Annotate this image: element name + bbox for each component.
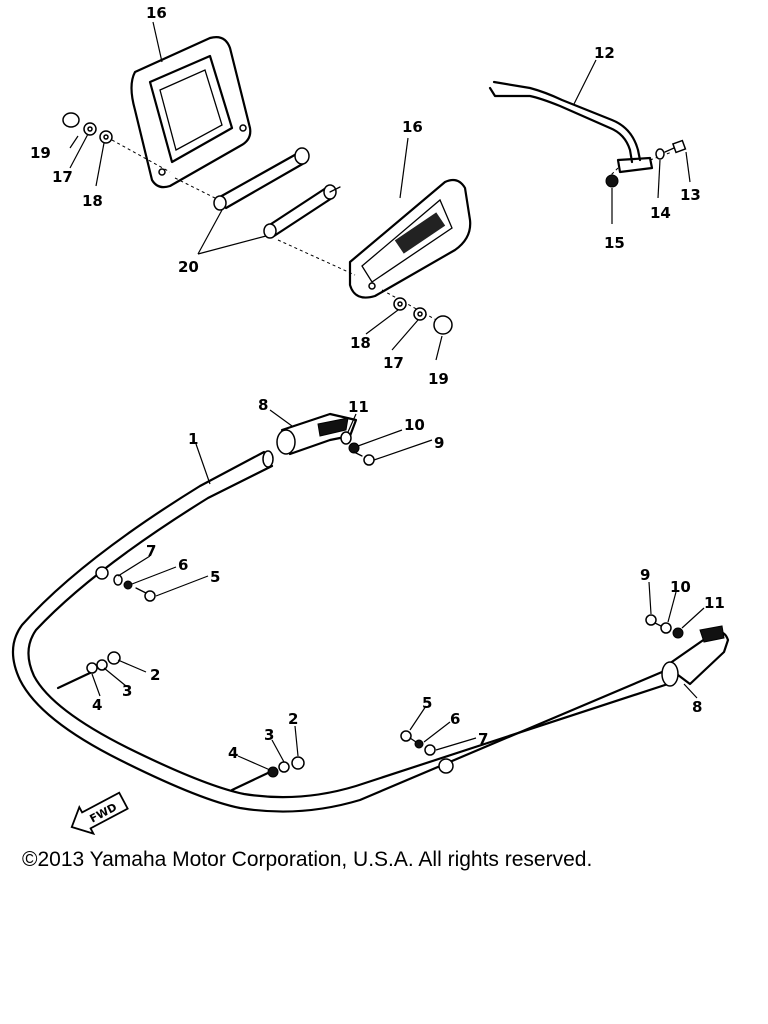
callout-2: 2 [288,710,298,728]
fasteners-upper-left [62,112,113,144]
callout-labels: 16 19 17 18 20 16 12 13 14 15 18 17 19 8… [30,4,725,762]
callout-6: 6 [450,710,460,728]
callout-8: 8 [692,698,702,716]
callout-14: 14 [650,204,671,222]
backrest-bracket-left [130,36,252,189]
callout-11: 11 [348,398,369,416]
support-bar [488,80,673,177]
grip-end-upper [276,412,358,456]
callout-10: 10 [670,578,691,596]
callout-11: 11 [704,594,725,612]
callout-15: 15 [604,234,625,252]
callout-5: 5 [210,568,220,586]
callout-9: 9 [640,566,650,584]
callout-3: 3 [122,682,132,700]
fasteners-grip-upper [340,431,375,466]
fasteners-left-7-6-5 [95,566,156,602]
callout-1: 1 [188,430,198,448]
fasteners-center [393,297,453,335]
callout-17: 17 [52,168,73,186]
leader-lines [69,21,705,771]
backrest-bracket-right [348,178,472,299]
callout-4: 4 [92,696,102,714]
callout-19: 19 [30,144,51,162]
fasteners-right-bar [605,139,687,188]
callout-8: 8 [258,396,268,414]
fasteners-center-2-3-4 [230,756,305,792]
fasteners-right-5-6-7 [400,730,454,774]
fasteners-grip-lower [645,614,684,639]
copyright-notice: ©2013 Yamaha Motor Corporation, U.S.A. A… [22,848,593,871]
callout-17: 17 [383,354,404,372]
callout-4: 4 [228,744,238,762]
callout-12: 12 [594,44,615,62]
callout-13: 13 [680,186,701,204]
callout-7: 7 [146,542,156,560]
callout-3: 3 [264,726,274,744]
callout-16: 16 [402,118,423,136]
parts-diagram: 16 19 17 18 20 16 12 13 14 15 18 17 19 8… [11,4,730,836]
connecting-rods [213,147,341,239]
callout-20: 20 [178,258,199,276]
grip-end-lower [661,625,730,687]
callout-6: 6 [178,556,188,574]
forward-arrow-icon: FWD [70,791,129,836]
callout-7: 7 [478,730,488,748]
callout-5: 5 [422,694,432,712]
callout-16: 16 [146,4,167,22]
callout-2: 2 [150,666,160,684]
callout-9: 9 [434,434,444,452]
callout-10: 10 [404,416,425,434]
callout-18: 18 [350,334,371,352]
callout-19: 19 [428,370,449,388]
fasteners-left-2-3-4 [56,651,121,690]
main-rail [11,450,670,813]
callout-18: 18 [82,192,103,210]
